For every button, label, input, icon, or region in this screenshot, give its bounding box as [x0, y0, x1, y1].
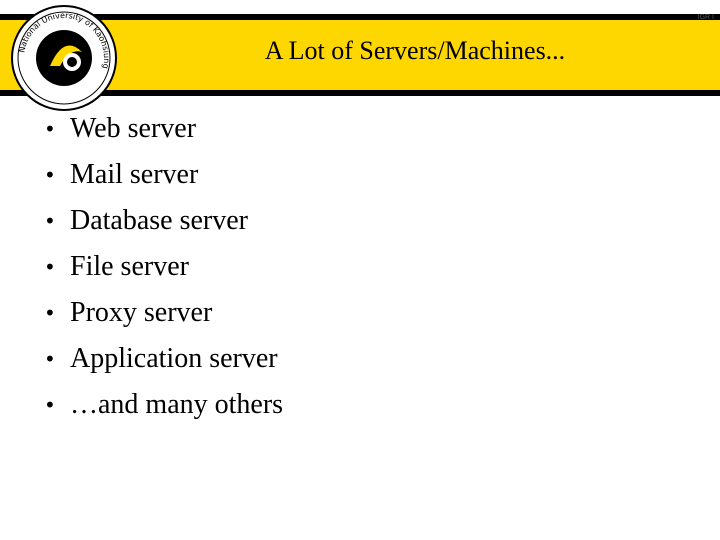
- bullet-text: Proxy server: [70, 297, 213, 328]
- bullet-text: Application server: [70, 343, 278, 374]
- bullet-marker: •: [44, 117, 56, 141]
- slide-title: A Lot of Servers/Machines...: [264, 36, 566, 65]
- bullet-item: • Proxy server: [44, 290, 283, 336]
- bullet-item: • Application server: [44, 336, 283, 382]
- bullet-item: • Database server: [44, 198, 283, 244]
- bullet-list: • Web server • Mail server • Database serve…: [44, 106, 283, 428]
- corner-tag: IGR I: [697, 14, 714, 21]
- bullet-text: Web server: [70, 113, 197, 144]
- bullet-text: …and many others: [70, 389, 284, 420]
- bullet-marker: •: [44, 301, 56, 325]
- bullet-text: Mail server: [70, 159, 199, 190]
- title-bar: [0, 14, 720, 96]
- bullet-marker: •: [44, 163, 56, 187]
- bullet-text: Database server: [70, 205, 249, 236]
- bullet-item: • Mail server: [44, 152, 283, 198]
- university-logo: National University of Kaohsiung: [10, 4, 118, 112]
- bullet-marker: •: [44, 347, 56, 371]
- bullet-item: • …and many others: [44, 382, 283, 428]
- bullet-item: • File server: [44, 244, 283, 290]
- bullet-marker: •: [44, 393, 56, 417]
- bullet-marker: •: [44, 209, 56, 233]
- bullet-item: • Web server: [44, 106, 283, 152]
- bullet-text: File server: [70, 251, 189, 282]
- bullet-marker: •: [44, 255, 56, 279]
